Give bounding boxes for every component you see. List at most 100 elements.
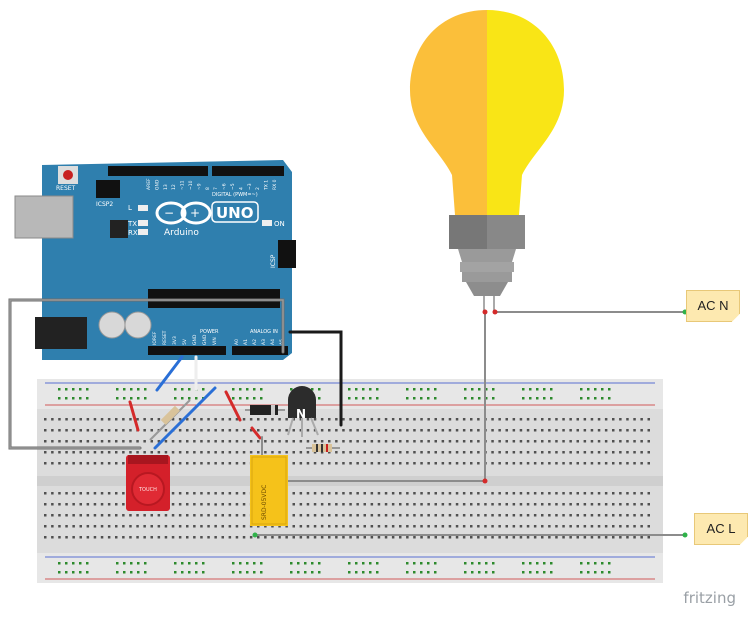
breadboard-hole — [306, 492, 310, 495]
breadboard-hole — [44, 525, 47, 528]
breadboard-hole — [590, 503, 594, 506]
breadboard-hole — [597, 492, 601, 495]
pin-label: A4 — [270, 339, 276, 345]
breadboard-hole — [86, 388, 89, 391]
breadboard-hole — [647, 451, 650, 454]
breadboard-hole — [633, 536, 636, 539]
breadboard-hole — [576, 514, 579, 517]
breadboard-hole — [65, 525, 68, 528]
breadboard-hole — [193, 429, 196, 432]
breadboard-hole — [115, 536, 118, 539]
breadboard-hole — [239, 571, 242, 574]
breadboard-hole — [434, 429, 437, 432]
breadboard-hole — [157, 418, 161, 421]
breadboard-hole — [306, 525, 310, 528]
breadboard-hole — [399, 525, 402, 528]
breadboard-hole — [612, 418, 615, 421]
breadboard-hole — [335, 451, 338, 454]
breadboard-hole — [533, 514, 537, 517]
breadboard-hole — [391, 440, 395, 443]
breadboard-hole — [299, 440, 303, 443]
pin-label: A0 — [234, 339, 240, 345]
breadboard-hole — [363, 503, 366, 506]
breadboard-hole — [569, 536, 572, 539]
breadboard-hole — [569, 429, 572, 432]
breadboard-hole — [65, 388, 68, 391]
breadboard-hole — [253, 571, 256, 574]
breadboard-hole — [174, 397, 177, 400]
svg-text:−: − — [164, 206, 174, 220]
breadboard-hole — [122, 429, 125, 432]
breadboard-hole — [122, 503, 125, 506]
breadboard-hole — [580, 388, 583, 391]
pin-label: VIN — [212, 337, 218, 345]
pin-label: A3 — [261, 339, 267, 345]
breadboard-hole — [116, 571, 119, 574]
breadboard-hole — [597, 503, 601, 506]
breadboard-hole — [626, 525, 629, 528]
breadboard-hole — [576, 429, 579, 432]
breadboard-hole — [100, 492, 104, 495]
breadboard-hole — [455, 503, 459, 506]
breadboard-hole — [207, 451, 210, 454]
breadboard-hole — [647, 492, 650, 495]
breadboard-hole — [555, 503, 558, 506]
pin-label: 8 — [205, 187, 211, 190]
breadboard-hole — [292, 503, 295, 506]
breadboard-hole — [348, 562, 351, 565]
breadboard-hole — [448, 536, 452, 539]
breadboard-hole — [246, 571, 249, 574]
breadboard-hole — [548, 525, 551, 528]
breadboard-hole — [44, 503, 47, 506]
breadboard-hole — [86, 525, 90, 528]
breadboard-hole — [491, 418, 494, 421]
breadboard-hole — [299, 462, 303, 465]
breadboard-hole — [580, 397, 583, 400]
breadboard-hole — [399, 451, 402, 454]
breadboard-hole — [420, 451, 423, 454]
breadboard-hole — [370, 429, 374, 432]
breadboard-hole — [406, 525, 409, 528]
breadboard-hole — [313, 492, 317, 495]
breadboard-hole — [44, 429, 47, 432]
breadboard-hole — [228, 525, 232, 528]
breadboard-hole — [640, 429, 643, 432]
breadboard-hole — [647, 525, 650, 528]
breadboard-hole — [370, 514, 374, 517]
breadboard-hole — [349, 462, 352, 465]
breadboard-hole — [441, 429, 445, 432]
breadboard-hole — [115, 462, 118, 465]
breadboard-hole — [72, 462, 75, 465]
breadboard-hole — [550, 397, 553, 400]
breadboard-hole — [58, 571, 61, 574]
breadboard-hole — [399, 536, 402, 539]
breadboard-hole — [257, 429, 260, 432]
breadboard-hole — [290, 562, 293, 565]
icsp-label: ICSP — [270, 254, 277, 268]
breadboard-hole — [471, 388, 474, 391]
breadboard-hole — [604, 440, 608, 443]
breadboard-hole — [626, 536, 629, 539]
breadboard-hole — [555, 462, 558, 465]
breadboard-hole — [462, 503, 466, 506]
breadboard-hole — [427, 440, 430, 443]
breadboard-hole — [626, 451, 629, 454]
breadboard-hole — [434, 462, 437, 465]
breadboard-hole — [313, 462, 317, 465]
breadboard-hole — [470, 429, 473, 432]
breadboard-hole — [86, 462, 90, 465]
breadboard-hole — [136, 514, 139, 517]
breadboard-hole — [79, 514, 82, 517]
breadboard-hole — [311, 388, 314, 391]
breadboard-hole — [369, 562, 372, 565]
breadboard-hole — [377, 462, 381, 465]
breadboard-hole — [362, 397, 365, 400]
breadboard-hole — [157, 451, 161, 454]
breadboard-hole — [115, 418, 118, 421]
breadboard-hole — [304, 562, 307, 565]
breadboard-hole — [150, 451, 153, 454]
breadboard-hole — [239, 562, 242, 565]
breadboard-hole — [590, 429, 594, 432]
breadboard-hole — [590, 514, 594, 517]
